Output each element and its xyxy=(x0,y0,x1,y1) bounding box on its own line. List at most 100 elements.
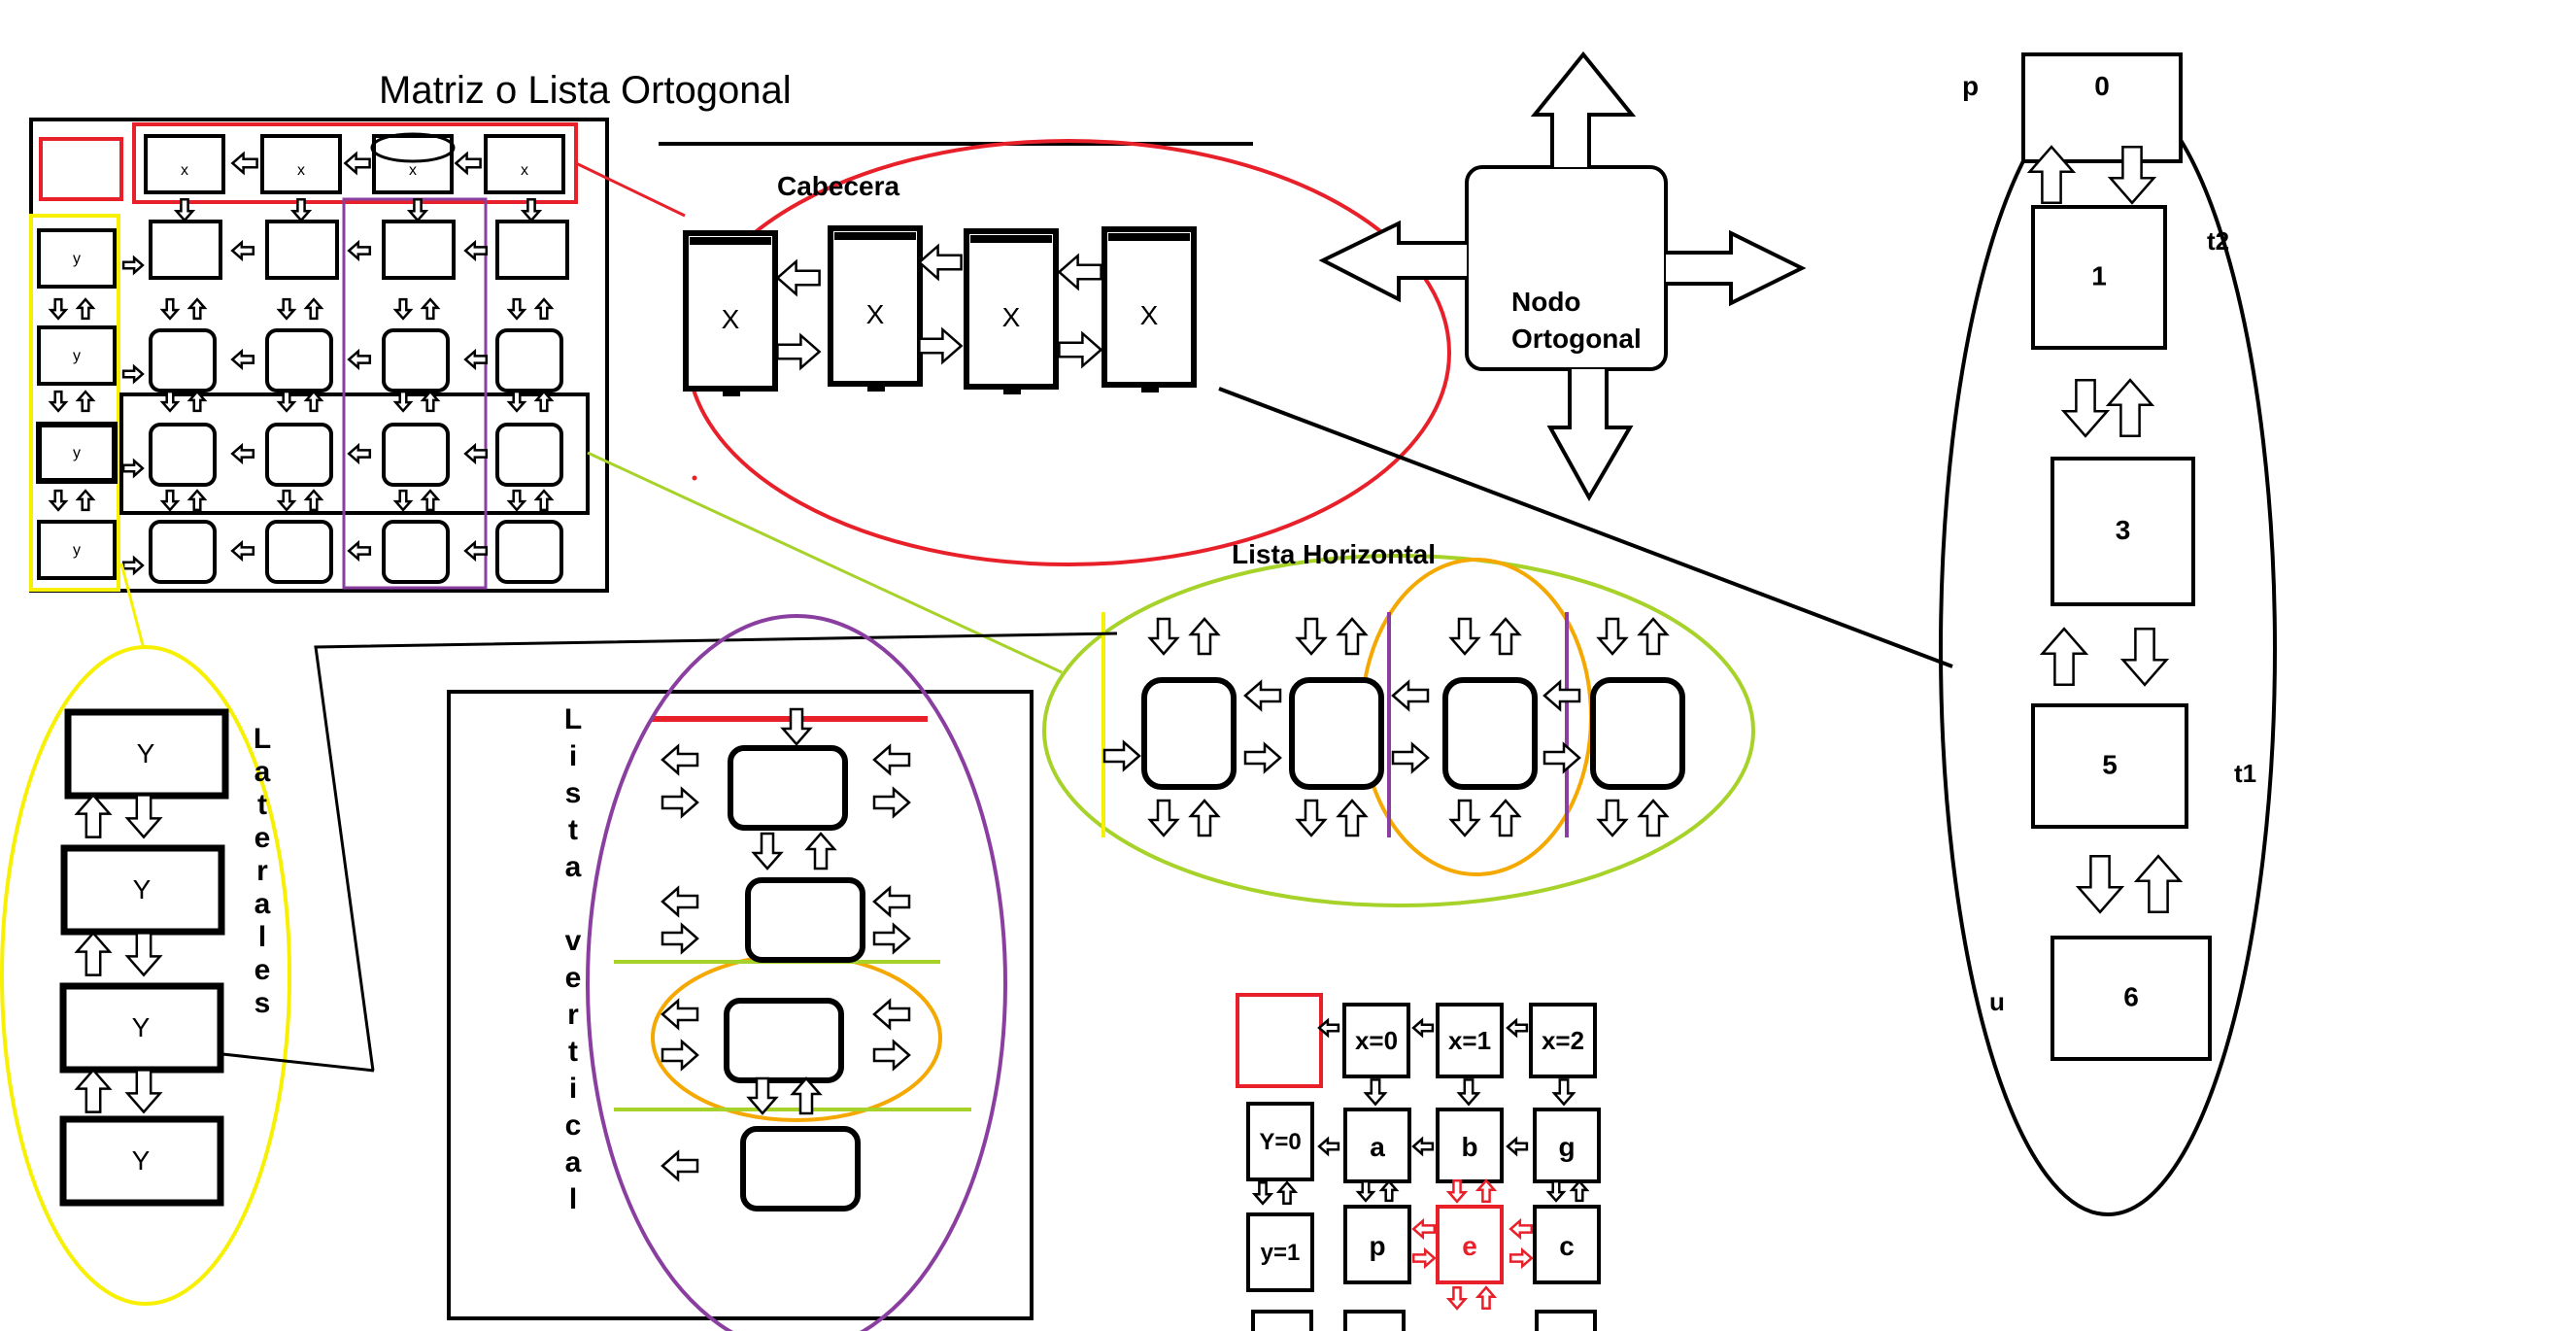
laterales-node-text: Y xyxy=(133,874,152,904)
lista-horizontal-label: Lista Horizontal xyxy=(1232,539,1436,569)
pointer-u: u xyxy=(1989,987,2005,1016)
lateral-cell xyxy=(37,228,117,289)
arrow-up xyxy=(77,489,94,512)
lh-arrow-left xyxy=(1542,680,1581,711)
laterales-connector xyxy=(119,563,146,650)
matrix-node xyxy=(495,328,563,392)
arrow-left xyxy=(455,152,482,175)
cabecera-cell-foot xyxy=(1003,387,1021,394)
chain-node-label: 0 xyxy=(2094,71,2110,101)
laterales-letter: e xyxy=(254,954,271,986)
arrow-left xyxy=(347,241,372,260)
arrow-up xyxy=(422,297,439,321)
laterales-arrow-up xyxy=(75,1069,112,1113)
matrix-node xyxy=(495,520,563,584)
lh-arrow-up xyxy=(1490,799,1521,837)
cabecera-arrow-right xyxy=(776,333,821,370)
grid-header-cell xyxy=(1436,1003,1504,1078)
lista-vertical-letter: v xyxy=(565,925,582,957)
matrix-node xyxy=(382,423,450,487)
nodo-label-line2: Ortogonal xyxy=(1511,324,1642,354)
grid-node-text: e xyxy=(1462,1231,1477,1261)
matrix-node xyxy=(265,220,339,280)
header-cell xyxy=(372,134,454,194)
lateral-cell-text: y xyxy=(73,542,81,559)
lv-arrow-left xyxy=(661,999,699,1030)
chain-arrow-up xyxy=(2135,854,2182,914)
lv-connector xyxy=(314,631,1118,1072)
header-cell xyxy=(484,134,565,194)
lh-arrow-up xyxy=(1189,617,1220,656)
lista-vertical-letter: L xyxy=(564,703,582,735)
lista-vertical-letter: r xyxy=(567,999,579,1031)
pointer-t2: t2 xyxy=(2207,226,2229,256)
arrow-up xyxy=(77,390,94,413)
grid-header-text: x=0 xyxy=(1355,1026,1398,1055)
lv-arrow-left xyxy=(661,886,699,917)
arrow-left xyxy=(344,152,371,175)
matrix-node xyxy=(265,423,333,487)
lv-arrow-right xyxy=(661,787,699,818)
grid-arrow-left xyxy=(1411,1019,1435,1037)
lista-vertical-ellipse xyxy=(586,614,1007,1331)
lh-arrow-up xyxy=(1337,799,1368,837)
header-cell-text: x xyxy=(521,162,528,179)
laterales-node-text: Y xyxy=(132,1145,151,1176)
grid-row-header xyxy=(1246,1102,1314,1181)
grid-arrow-down xyxy=(1253,1180,1272,1206)
arrow-left xyxy=(231,152,258,175)
laterales-node xyxy=(64,708,229,800)
cabecera-cell-bar xyxy=(970,235,1052,243)
chain-node-1 xyxy=(2031,205,2167,350)
laterales-node-text: Y xyxy=(132,1012,151,1042)
lv-arrow-down xyxy=(781,707,812,746)
matrix-node xyxy=(149,423,217,487)
lista-horizontal-ellipse xyxy=(1042,554,1755,907)
grid-node xyxy=(1436,1108,1504,1183)
lateral-cell xyxy=(36,422,118,484)
cabecera-cell-bar xyxy=(690,237,771,245)
lista-vertical-letter: a xyxy=(565,851,582,883)
laterales-arrow-down xyxy=(125,1069,162,1113)
grid-row-header-text: y=1 xyxy=(1261,1240,1301,1266)
grid-red-arrow xyxy=(1476,1285,1496,1311)
grid-node-text: p xyxy=(1369,1231,1385,1261)
lv-nodes xyxy=(661,707,911,1212)
lv-arrow-right xyxy=(661,923,699,954)
grid-node-text: g xyxy=(1558,1132,1575,1162)
page-title: Matriz o Lista Ortogonal xyxy=(379,69,792,112)
grid-arrow-down xyxy=(1357,1179,1374,1203)
laterales-letter: e xyxy=(254,822,271,854)
arrow-left xyxy=(463,241,489,260)
chain-connector xyxy=(1218,387,1953,668)
matrix-node xyxy=(382,520,450,584)
lh-node xyxy=(1141,677,1237,790)
lateral-cell-text: y xyxy=(73,445,81,461)
arrow-up xyxy=(305,489,322,512)
arrow-left xyxy=(347,350,372,369)
arrow-left xyxy=(463,444,489,463)
cabecera-arrow-right xyxy=(1058,331,1102,368)
header-cell xyxy=(144,134,225,194)
laterales-arrow-up xyxy=(75,932,112,976)
chain-node-6 xyxy=(2051,936,2212,1061)
chain-arrow-up xyxy=(2041,627,2087,687)
arrow-down xyxy=(161,297,179,321)
grid-node xyxy=(1343,1108,1411,1183)
cabecera-cell-foot xyxy=(1141,385,1159,392)
matrix-node xyxy=(265,520,333,584)
laterales-letter: s xyxy=(254,987,271,1019)
lv-arrow-left xyxy=(872,744,911,775)
cabecera-cell-text: X xyxy=(866,299,885,329)
lh-arrow-right xyxy=(1243,742,1282,773)
grid-node-partial xyxy=(1535,1310,1597,1331)
laterales-arrow-up xyxy=(75,794,112,838)
laterales-letter: a xyxy=(254,888,271,920)
arrow-up xyxy=(535,297,553,321)
lv-arrow-right xyxy=(872,1040,911,1071)
lh-arrow-down xyxy=(1597,617,1628,656)
arrow-left xyxy=(230,241,255,260)
grid-node-partial xyxy=(1343,1310,1406,1331)
arrow-down xyxy=(161,489,179,512)
